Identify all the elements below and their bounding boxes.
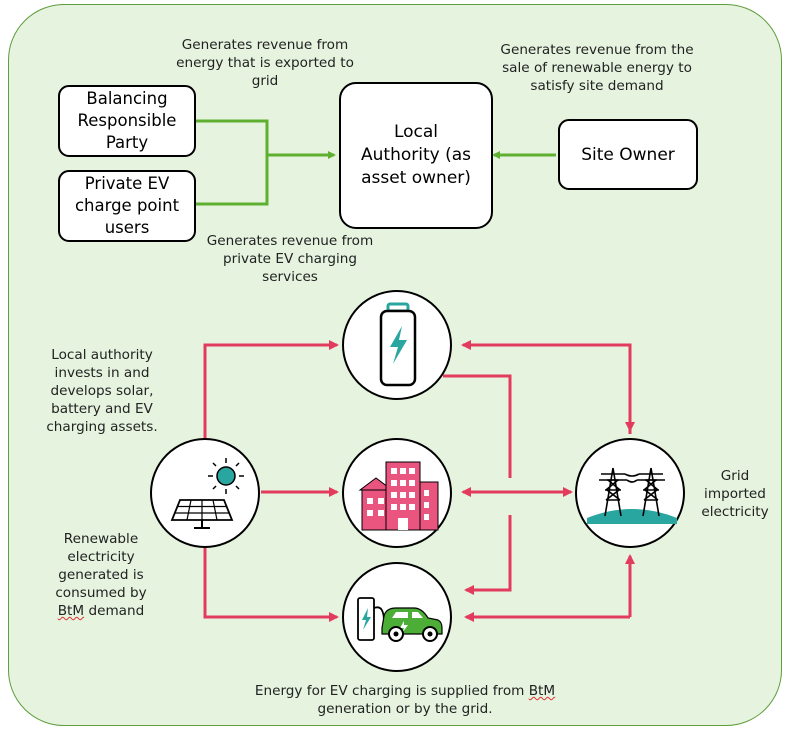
- export-revenue-note: Generates revenue from energy that is ex…: [176, 37, 354, 89]
- private-ev-users-box: Private EV charge point users: [58, 170, 196, 242]
- renewable-consumption-note: Renewable electricity generated is consu…: [55, 531, 147, 619]
- site-owner-box: Site Owner: [558, 119, 698, 190]
- local-authority-box: Local Authority (as asset owner): [339, 82, 493, 229]
- ev-charging-icon: [357, 597, 443, 642]
- pylon-icon: [587, 467, 677, 524]
- grid-node: [575, 438, 685, 548]
- site-sale-revenue-note: Generates revenue from the sale of renew…: [500, 42, 694, 94]
- ev-users-connector: [196, 155, 269, 206]
- arrow-to-ev-from-battery: [464, 515, 512, 595]
- investment-note: Local authority invests in and develops …: [46, 347, 158, 435]
- arrow-solar-to-ev: [203, 548, 339, 622]
- ev-node: [342, 562, 452, 672]
- battery-icon: [379, 302, 417, 387]
- grid-imported-note: Grid imported electricity: [701, 468, 769, 520]
- solar-node: [150, 438, 260, 548]
- battery-node: [342, 290, 452, 400]
- balancing-responsible-party-box: Balancing Responsible Party: [58, 85, 196, 157]
- ev-charging-revenue-note: Generates revenue from private EV chargi…: [206, 233, 374, 285]
- building-node: [342, 438, 452, 548]
- arrow-solar-to-battery: [203, 340, 339, 440]
- battery-out-line: [443, 374, 512, 478]
- building-icon: [358, 461, 439, 531]
- arrow-grid-to-battery: [461, 340, 632, 434]
- brp-connector: [196, 119, 269, 155]
- ev-supply-note: Energy for EV charging is supplied from …: [254, 683, 556, 717]
- solar-panel-icon: [170, 458, 244, 529]
